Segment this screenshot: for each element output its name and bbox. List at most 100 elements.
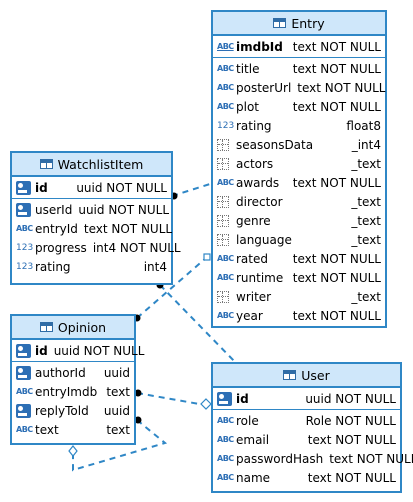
column-name: text [35, 422, 59, 437]
array-type-icon [217, 214, 229, 227]
column-name: language [236, 232, 292, 247]
key-icon [16, 365, 31, 380]
column-type: _text [351, 232, 381, 247]
column-name: director [236, 194, 283, 209]
column-name: role [236, 413, 259, 428]
column-type: text NOT NULL [292, 270, 381, 285]
key-icon [16, 202, 31, 217]
table-header[interactable]: Entry [213, 12, 385, 36]
column-type: _int4 [351, 137, 381, 152]
column-type: _text [351, 213, 381, 228]
column-type: text NOT NULL [307, 470, 396, 485]
column-type: int4 [143, 259, 167, 274]
column-type: uuid NOT NULL [53, 343, 145, 358]
key-icon [16, 180, 31, 195]
abc-type-icon: ABC [16, 387, 33, 396]
column-name: rating [35, 259, 71, 274]
column-type: uuid NOT NULL [78, 202, 170, 217]
relation-opinion-user [136, 392, 206, 406]
column-type: text NOT NULL [292, 99, 381, 114]
column-type: text NOT NULL [292, 39, 381, 54]
column-type: text NOT NULL [329, 451, 413, 466]
number-type-icon: 123 [217, 120, 235, 131]
column-name: runtime [236, 270, 284, 285]
column-row[interactable]: genre_text [213, 211, 385, 230]
column-name: plot [236, 99, 259, 114]
column-row[interactable]: language _text [213, 230, 385, 249]
column-name: name [236, 470, 271, 485]
column-row[interactable]: director _text [213, 192, 385, 211]
abc-type-icon: ABC [217, 416, 234, 425]
column-type: text NOT NULL [297, 80, 386, 95]
column-name: rating [236, 118, 272, 133]
column-name: imdbId [236, 39, 283, 54]
array-type-icon [217, 195, 229, 208]
column-name: email [236, 432, 270, 447]
column-type: text NOT NULL [292, 175, 381, 190]
abc-type-icon: ABC [217, 454, 234, 463]
column-name: authorId [35, 365, 86, 380]
table-header[interactable]: Opinion [12, 316, 134, 340]
array-type-icon [217, 157, 229, 170]
array-type-icon [217, 138, 229, 151]
column-type: text [106, 422, 130, 437]
column-type: _text [351, 194, 381, 209]
column-row[interactable]: authorId uuid [12, 363, 134, 382]
column-name: id [35, 343, 48, 358]
column-type: text NOT NULL [83, 221, 173, 236]
number-type-icon: 123 [16, 242, 34, 253]
abc-type-icon: ABC [16, 224, 33, 233]
column-name: progress [35, 240, 87, 255]
table-header[interactable]: User [213, 364, 400, 388]
table-title: Entry [291, 15, 325, 31]
table-icon [273, 18, 287, 28]
column-type: int4 NOT NULL [92, 240, 181, 255]
column-row[interactable]: seasonsData_int4 [213, 135, 385, 154]
abc-type-icon: ABC [217, 83, 234, 92]
column-type: text NOT NULL [292, 251, 381, 266]
column-name: awards [236, 175, 280, 190]
primary-key-row[interactable]: id uuid NOT NULL [12, 341, 144, 360]
relation-end-diamond [200, 398, 212, 410]
table-header[interactable]: WatchlistItem [12, 153, 171, 177]
column-row[interactable]: writer_text [213, 287, 385, 306]
column-name: entryImdb [35, 384, 98, 399]
column-type: text [106, 384, 130, 399]
abc-type-icon: ABC [217, 311, 234, 320]
column-type: uuid NOT NULL [305, 391, 396, 406]
column-name: actors [236, 156, 274, 171]
column-row[interactable]: actors_text [213, 154, 385, 173]
column-type: uuid [103, 365, 130, 380]
column-name: year [236, 308, 263, 323]
